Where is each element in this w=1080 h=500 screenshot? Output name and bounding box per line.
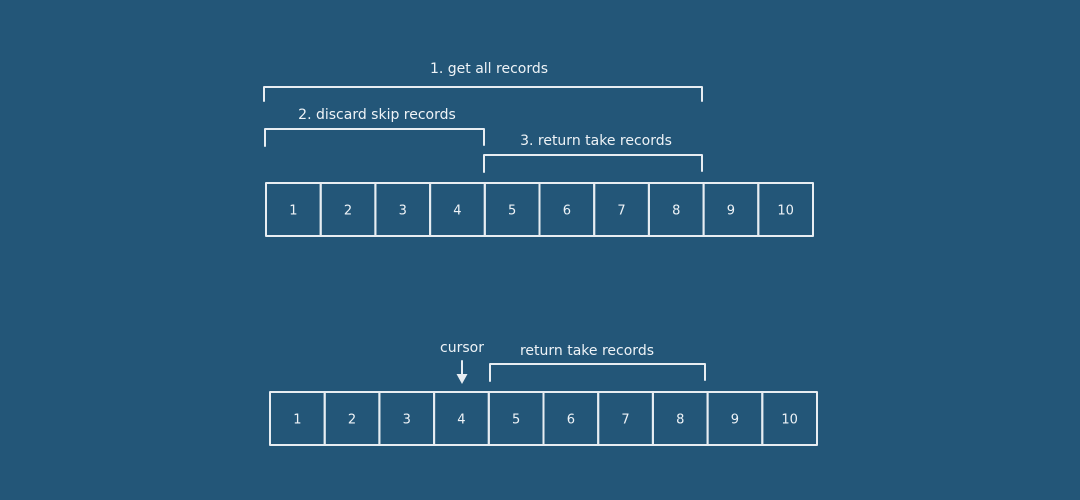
cursor-record-number: 2 <box>348 413 356 428</box>
cursor-record-cell-7: 7 <box>597 391 654 446</box>
offset-record-cell-9: 9 <box>702 182 760 237</box>
get-all-records-label: 1. get all records <box>430 61 548 77</box>
cursor-record-cell-3: 3 <box>378 391 436 446</box>
cursor-record-cell-10: 10 <box>761 391 818 446</box>
cursor-record-cell-8: 8 <box>651 391 709 446</box>
offset-record-cell-5: 5 <box>483 182 541 237</box>
cursor-record-number: 1 <box>293 413 301 428</box>
cursor-record-number: 5 <box>512 413 520 428</box>
offset-pagination-diagram: 1. get all records 2. discard skip recor… <box>263 61 814 237</box>
cursor-return-take-records-bracket <box>489 363 706 382</box>
discard-skip-records-bracket <box>264 128 485 147</box>
cursor-pagination-diagram: cursor return take records 1 2 3 4 5 6 7 8 9 10 <box>269 340 818 446</box>
return-take-records-label: 3. return take records <box>520 133 672 149</box>
cursor-arrow-icon <box>456 374 468 384</box>
offset-record-number: 3 <box>399 204 407 219</box>
cursor-label: cursor <box>440 340 484 356</box>
cursor-record-cell-9: 9 <box>706 391 764 446</box>
offset-record-number: 8 <box>672 204 680 219</box>
offset-record-cell-4: 4 <box>429 182 486 237</box>
cursor-record-cell-4: 4 <box>433 391 490 446</box>
offset-record-box <box>757 182 814 237</box>
cursor-record-cell-5: 5 <box>487 391 545 446</box>
offset-record-cell-7: 7 <box>593 182 650 237</box>
offset-record-cell-3: 3 <box>374 182 432 237</box>
offset-record-cell-2: 2 <box>319 182 377 237</box>
discard-skip-records-label: 2. discard skip records <box>298 107 456 123</box>
cursor-record-cells: 1 2 3 4 5 6 7 8 9 10 <box>269 391 818 446</box>
offset-record-number: 7 <box>617 204 625 219</box>
offset-record-number: 4 <box>453 204 461 219</box>
cursor-record-number: 4 <box>457 413 465 428</box>
offset-record-number: 1 <box>289 204 297 219</box>
offset-record-number: 5 <box>508 204 516 219</box>
cursor-record-box <box>761 391 818 446</box>
offset-record-number: 2 <box>344 204 352 219</box>
cursor-record-cell-1: 1 <box>269 391 326 446</box>
cursor-record-number: 3 <box>403 413 411 428</box>
cursor-record-number: 6 <box>567 413 575 428</box>
cursor-return-take-records-label: return take records <box>520 343 654 359</box>
cursor-record-cell-2: 2 <box>323 391 381 446</box>
cursor-record-number: 8 <box>676 413 684 428</box>
offset-record-number: 6 <box>563 204 571 219</box>
offset-record-number: 9 <box>727 204 735 219</box>
get-all-records-bracket <box>263 86 703 102</box>
cursor-record-number: 9 <box>731 413 739 428</box>
return-take-records-bracket <box>483 154 703 173</box>
cursor-record-cell-6: 6 <box>542 391 600 446</box>
offset-record-cell-10: 10 <box>757 182 814 237</box>
cursor-record-number: 10 <box>781 413 798 428</box>
offset-record-cells: 1 2 3 4 5 6 7 8 9 10 <box>265 182 814 237</box>
offset-record-cell-1: 1 <box>265 182 322 237</box>
offset-record-cell-6: 6 <box>538 182 596 237</box>
offset-record-cell-8: 8 <box>647 182 705 237</box>
offset-record-number: 10 <box>777 204 794 219</box>
cursor-record-number: 7 <box>621 413 629 428</box>
